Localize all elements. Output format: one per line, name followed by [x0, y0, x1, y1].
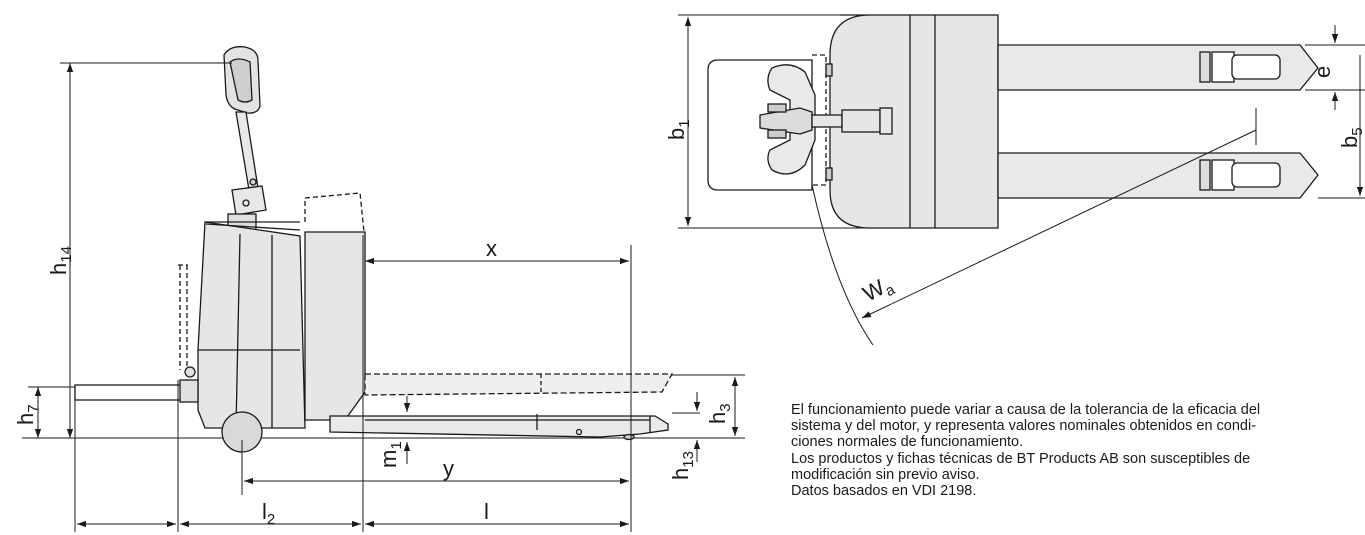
label-l: l [484, 499, 489, 524]
label-h3: h3 [705, 403, 734, 424]
top-view-truck [707, 14, 1319, 229]
side-view-labels: h14 h7 x y l2 l m1 h13 h3 [13, 236, 734, 528]
label-wa: Wa [859, 270, 899, 310]
label-b5: b5 [1337, 127, 1365, 148]
label-h13: h13 [668, 451, 697, 480]
label-x: x [486, 236, 497, 261]
note-line: ciones normales de funcionamiento. [791, 434, 1024, 451]
top-view-dimensions [678, 14, 1365, 346]
note-line: Datos basados en VDI 2198. [791, 483, 977, 500]
label-y: y [443, 456, 454, 481]
label-b1: b1 [664, 119, 693, 140]
label-m1: m1 [376, 441, 405, 468]
note-line: El funcionamiento puede variar a causa d… [791, 402, 1261, 418]
side-view-truck [22, 46, 745, 453]
note-line: Los productos y fichas técnicas de BT Pr… [791, 450, 1251, 467]
disclaimer-notes: El funcionamiento puede variar a causa d… [791, 402, 1365, 499]
label-h14: h14 [46, 246, 75, 275]
label-h7: h7 [13, 404, 42, 425]
side-view-dimensions [28, 62, 745, 532]
label-l2: l2 [262, 499, 275, 528]
label-e: e [1310, 66, 1335, 78]
note-line: sistema y del motor, y representa valore… [791, 418, 1257, 435]
note-line: modificación sin previo aviso. [791, 466, 980, 483]
